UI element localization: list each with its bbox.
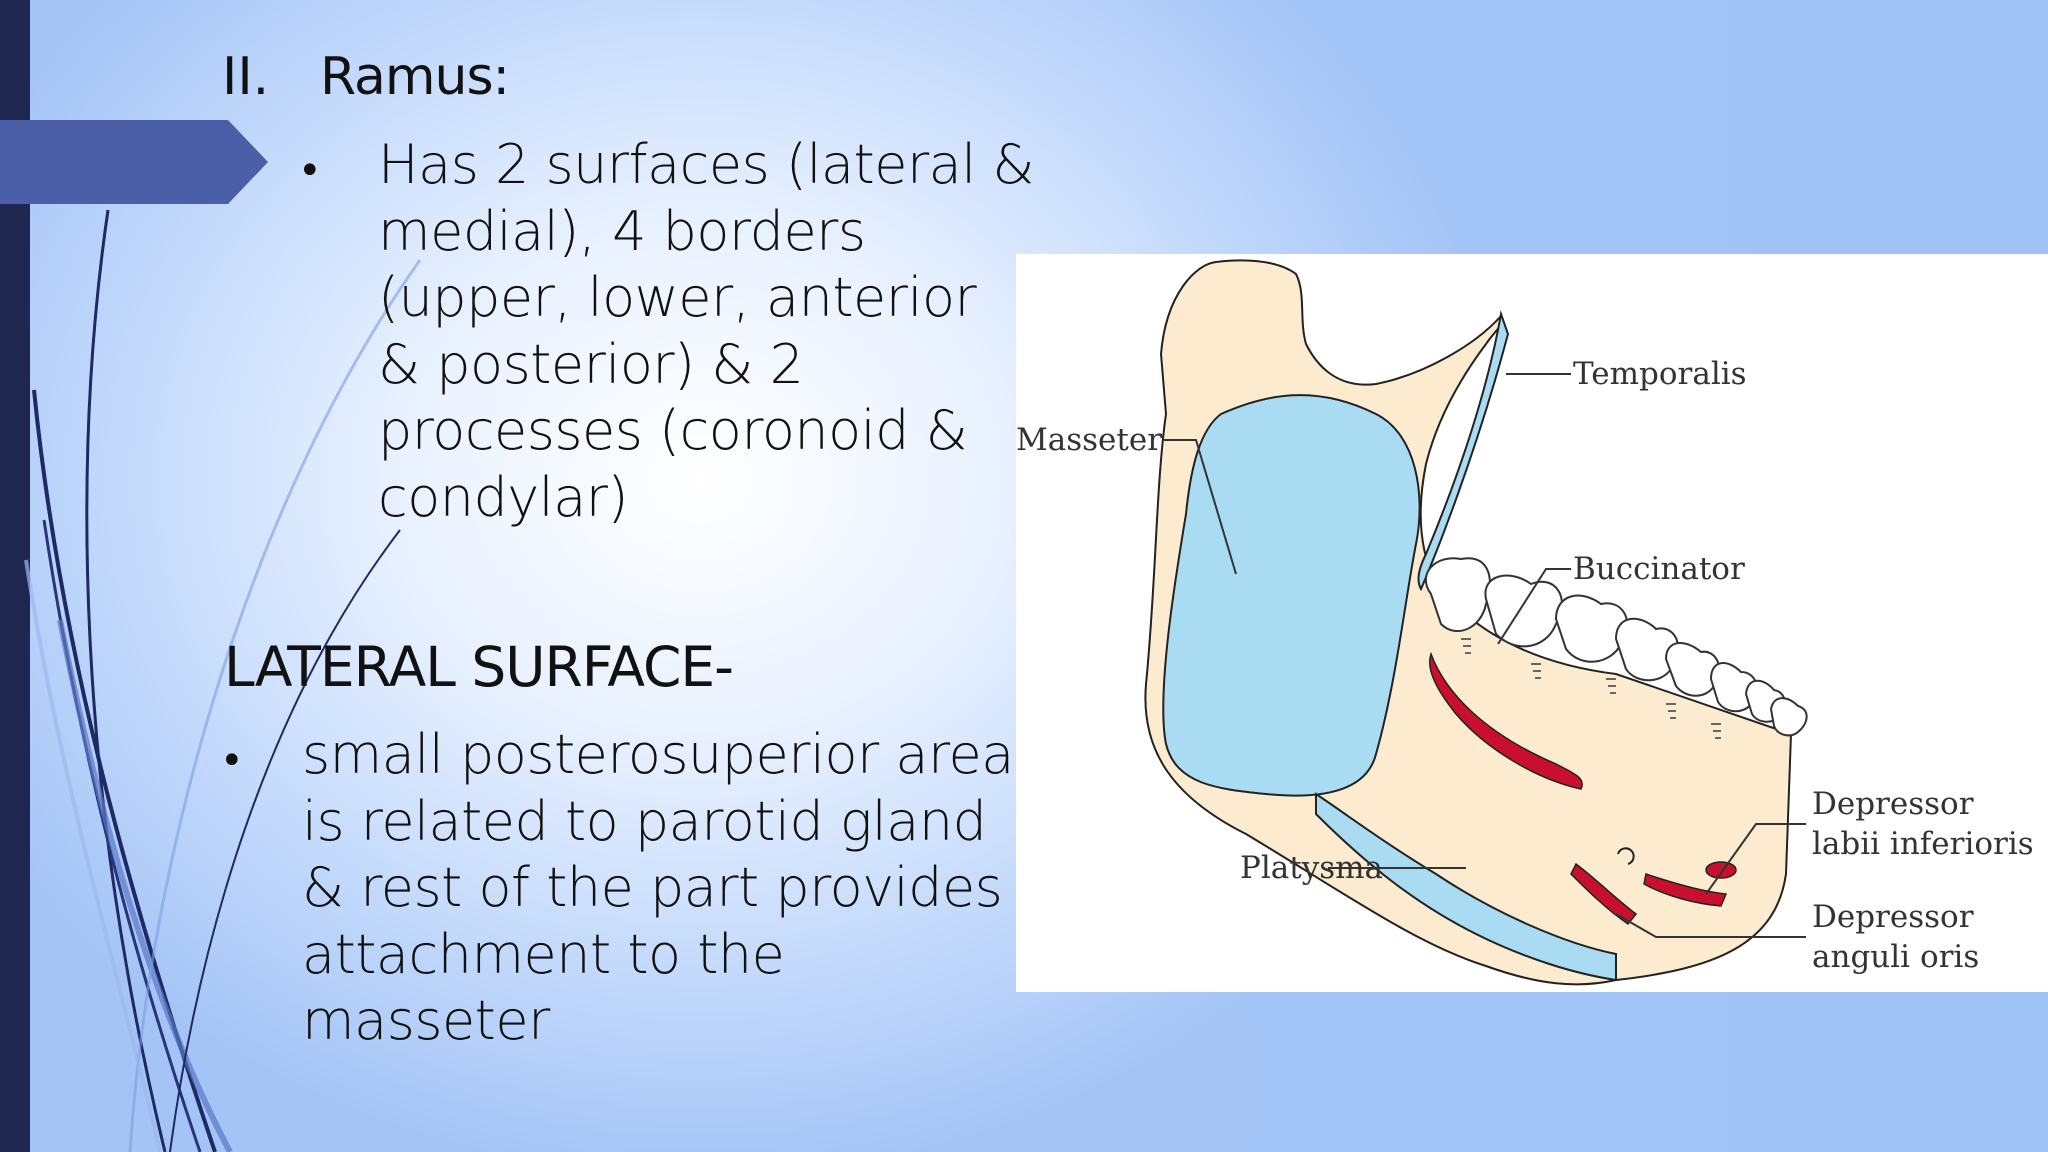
text-line: processes (coronoid & — [378, 399, 968, 462]
depressor-labii-label-line2: labii inferioris — [1812, 826, 2034, 862]
lateral-surface-heading: LATERAL SURFACE- — [224, 635, 734, 699]
depressor-labii-mark — [1705, 861, 1737, 879]
bullet-point-lateral-surface: small posterosuperior area is related to… — [302, 722, 1014, 1055]
text-line: masseter — [302, 989, 550, 1052]
buccinator-label: Buccinator — [1573, 551, 1745, 587]
masseter-label: Masseter — [1016, 422, 1162, 458]
masseter-area — [1162, 394, 1421, 797]
temporalis-area — [1417, 310, 1510, 592]
text-line: attachment to the — [302, 922, 785, 986]
text-line: condylar) — [378, 465, 629, 529]
heading-number: II. — [222, 47, 270, 107]
bullet-marker: • — [220, 738, 244, 784]
depressor-anguli-label-line1: Depressor — [1812, 899, 1974, 935]
depressor-anguli-area — [1570, 862, 1638, 926]
mental-foramen — [1617, 847, 1635, 865]
buccinator-area — [1429, 651, 1583, 790]
bullet-marker: • — [298, 148, 322, 194]
text-line: medial), 4 borders — [378, 199, 866, 263]
bullet-point-ramus: Has 2 surfaces (lateral & medial), 4 bor… — [378, 132, 1035, 531]
text-line: & posterior) & 2 — [378, 332, 804, 396]
text-line: (upper, lower, anterior — [378, 266, 977, 329]
platysma-label: Platysma — [1240, 850, 1383, 886]
text-line: & rest of the part provides — [302, 856, 1003, 919]
text-line: small posterosuperior area — [302, 723, 1014, 786]
depressor-labii-area — [1643, 873, 1728, 907]
teeth — [1424, 557, 1808, 737]
depressor-labii-label-line1: Depressor — [1812, 786, 1974, 822]
slide-heading: Ramus: — [320, 47, 510, 107]
temporalis-label: Temporalis — [1573, 356, 1747, 392]
depressor-anguli-label-line2: anguli oris — [1812, 939, 1979, 975]
text-line: is related to parotid gland — [302, 789, 987, 853]
arrow-accent — [0, 120, 268, 204]
platysma-area — [1315, 792, 1617, 982]
tooth-roots — [1461, 638, 1721, 739]
text-line: Has 2 surfaces (lateral & — [378, 133, 1035, 196]
mandible-muscle-diagram: Temporalis Masseter Buccinator Depressor… — [1016, 254, 2048, 992]
